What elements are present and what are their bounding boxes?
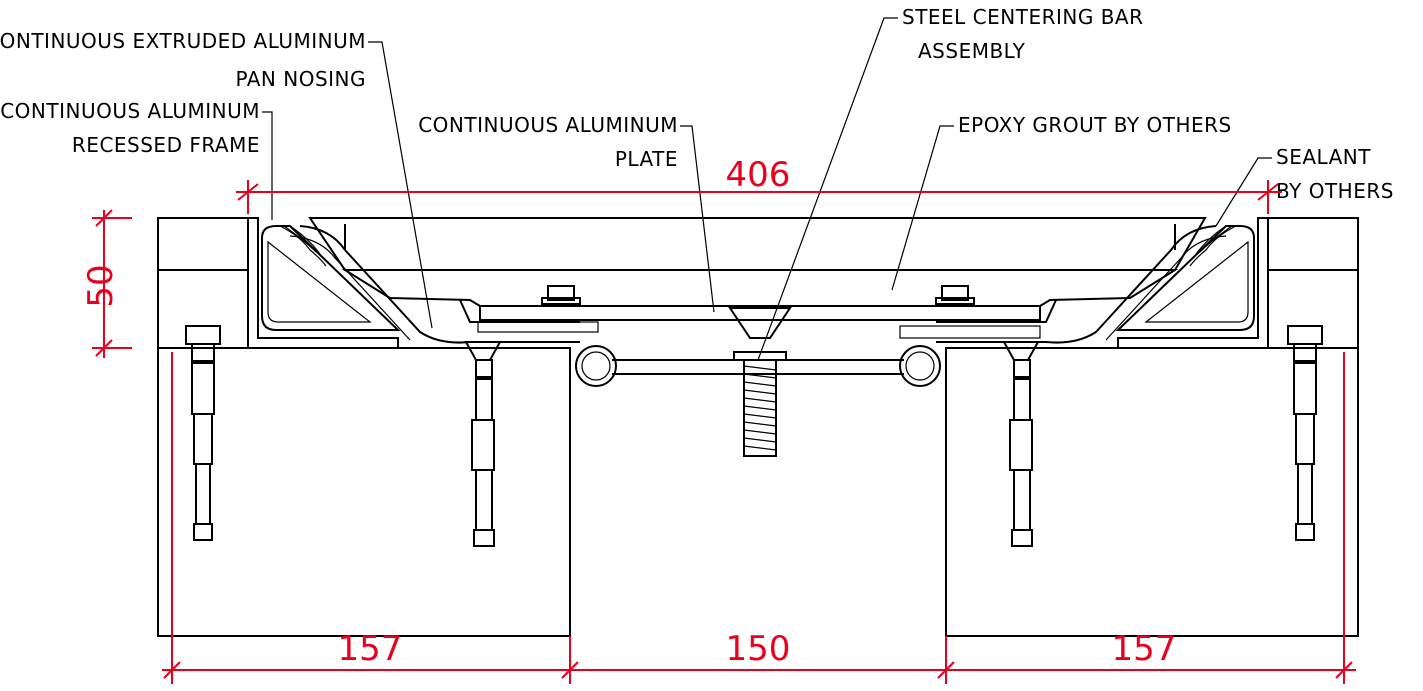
label-pan-nosing: CONTINUOUS EXTRUDED ALUMINUM PAN NOSING (0, 29, 366, 91)
svg-text:BY OTHERS: BY OTHERS (1276, 179, 1394, 203)
label-centering-bar: STEEL CENTERING BAR ASSEMBLY (902, 5, 1144, 63)
screw-threads (743, 365, 777, 451)
dimension-overall-width: 406 (236, 155, 1282, 214)
left-pan-nosing (289, 225, 580, 344)
left-hatched-topping (157, 217, 249, 349)
svg-text:ASSEMBLY: ASSEMBLY (918, 39, 1026, 63)
dimension-left-slab: 157 (338, 629, 403, 669)
svg-text:PAN NOSING: PAN NOSING (235, 67, 366, 91)
leader-lines (262, 17, 1272, 361)
dimension-bottom: 157 150 157 (162, 352, 1356, 684)
svg-text:406: 406 (726, 155, 791, 195)
dimension-right-slab: 157 (1112, 629, 1177, 669)
right-concrete-slab (945, 347, 1359, 637)
left-sealant (279, 225, 327, 267)
plate-bolt-right (935, 285, 975, 305)
svg-text:SEALANT: SEALANT (1276, 145, 1371, 169)
anchor-1 (185, 325, 221, 541)
svg-text:RECESSED FRAME: RECESSED FRAME (72, 133, 260, 157)
left-concrete-slab (157, 347, 571, 637)
svg-text:50: 50 (81, 264, 121, 307)
plate-bolt-left (541, 285, 581, 305)
svg-text:CONTINUOUS ALUMINUM: CONTINUOUS ALUMINUM (418, 113, 678, 137)
svg-text:EPOXY GROUT BY OTHERS: EPOXY GROUT BY OTHERS (958, 113, 1232, 137)
center-hatched-cover (308, 217, 1207, 307)
svg-text:PLATE: PLATE (615, 147, 678, 171)
centering-bar-assembly (575, 307, 941, 457)
right-hatched-topping (1267, 217, 1359, 349)
label-recessed-frame: CONTINUOUS ALUMINUM RECESSED FRAME (0, 99, 260, 157)
anchor-4 (1287, 325, 1323, 541)
right-pan-nosing (936, 225, 1227, 344)
anchor-3 (1002, 341, 1040, 547)
left-recessed-frame (247, 217, 401, 349)
right-sealant (1189, 225, 1237, 267)
anchor-2 (464, 341, 502, 547)
aluminum-plate (477, 305, 1041, 339)
label-epoxy-grout: EPOXY GROUT BY OTHERS (958, 113, 1232, 137)
svg-text:STEEL CENTERING BAR: STEEL CENTERING BAR (902, 5, 1144, 29)
right-recessed-frame (1115, 217, 1269, 349)
dimension-gap: 150 (726, 629, 791, 669)
label-aluminum-plate: CONTINUOUS ALUMINUM PLATE (418, 113, 678, 171)
svg-text:CONTINUOUS EXTRUDED ALUMINUM: CONTINUOUS EXTRUDED ALUMINUM (0, 29, 366, 53)
dimension-height: 50 (81, 209, 132, 358)
label-sealant: SEALANT BY OTHERS (1276, 145, 1394, 203)
svg-text:CONTINUOUS ALUMINUM: CONTINUOUS ALUMINUM (0, 99, 260, 123)
